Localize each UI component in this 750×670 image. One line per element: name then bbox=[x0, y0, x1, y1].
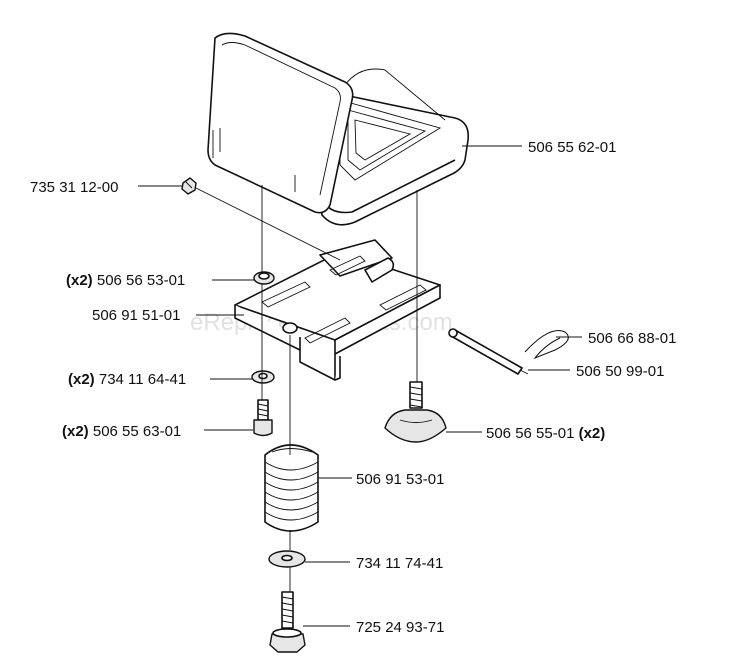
nut-part[interactable] bbox=[253, 271, 275, 285]
label-clip: 506 66 88-01 bbox=[588, 330, 676, 347]
knob-part[interactable] bbox=[384, 381, 447, 443]
flange-bolt-part[interactable] bbox=[269, 591, 306, 653]
label-nut: (x2) 506 56 53-01 bbox=[66, 272, 185, 289]
label-bracket: 506 91 51-01 bbox=[92, 307, 180, 324]
label-seat: 506 55 62-01 bbox=[528, 139, 616, 156]
label-washer-large: 734 11 74-41 bbox=[356, 555, 443, 572]
bracket-part[interactable] bbox=[234, 239, 441, 381]
label-bolt: (x2) 506 55 63-01 bbox=[62, 423, 181, 440]
bolt-part[interactable] bbox=[253, 399, 273, 437]
label-spring: 506 91 53-01 bbox=[356, 471, 444, 488]
pin-part[interactable] bbox=[448, 328, 529, 375]
axis-line bbox=[195, 187, 341, 261]
label-flange-bolt: 725 24 93-71 bbox=[356, 619, 444, 636]
label-pin: 506 50 99-01 bbox=[576, 363, 664, 380]
label-knob: 506 56 55-01 (x2) bbox=[486, 425, 605, 442]
washer-small-part[interactable] bbox=[251, 370, 275, 384]
washer-large-part[interactable] bbox=[268, 550, 306, 568]
label-screw-top: 735 31 12-00 bbox=[30, 179, 118, 196]
label-washer-small: (x2) 734 11 64-41 bbox=[68, 371, 186, 388]
spring-part[interactable] bbox=[264, 444, 319, 532]
clip-part[interactable] bbox=[524, 330, 569, 360]
screw-top-part[interactable] bbox=[181, 177, 197, 195]
seat-part[interactable] bbox=[207, 32, 470, 226]
